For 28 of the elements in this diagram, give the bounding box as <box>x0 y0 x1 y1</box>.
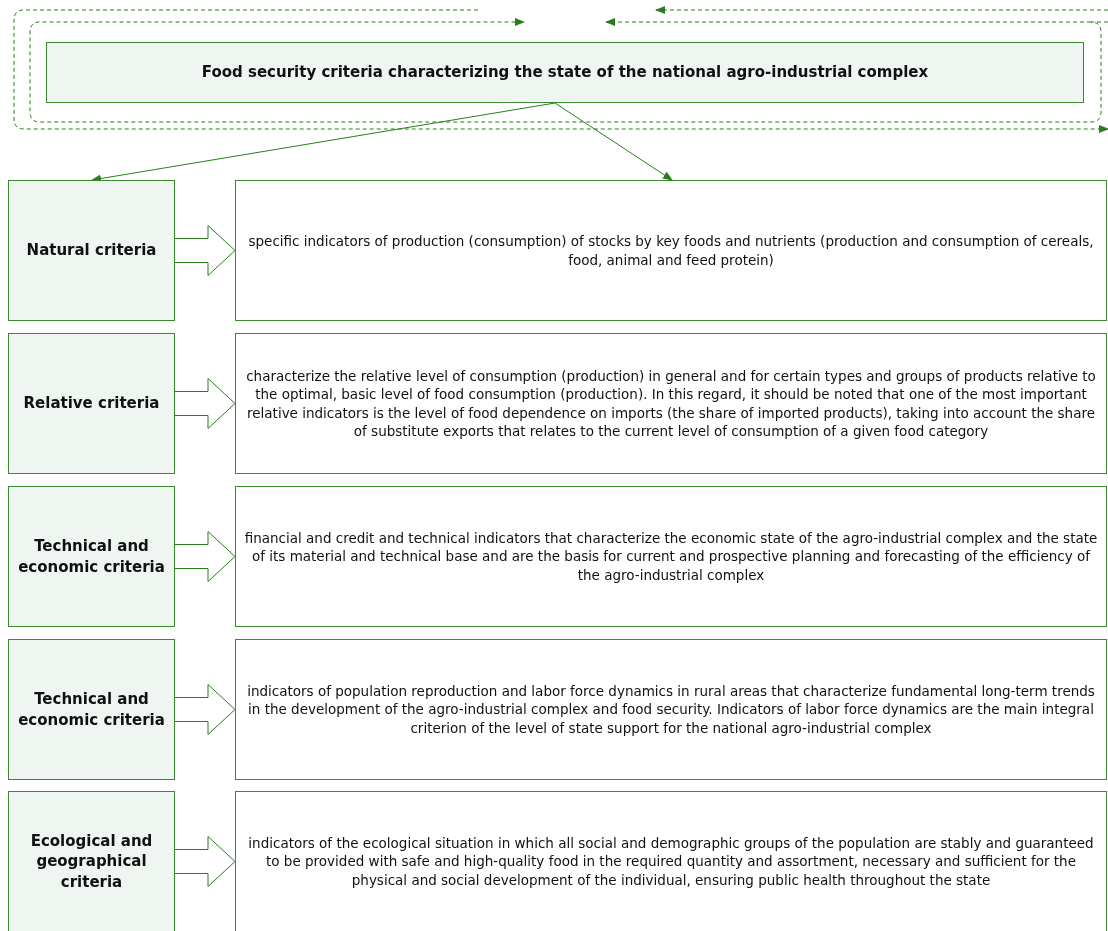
criterion-box <box>8 333 175 474</box>
description-box <box>235 486 1107 627</box>
block-arrow <box>174 836 236 887</box>
criterion-label: Technical and economic criteria <box>17 689 166 730</box>
criterion-label: Technical and economic criteria <box>17 536 166 577</box>
criterion-box <box>8 180 175 321</box>
title-box <box>46 42 1084 103</box>
description-box <box>235 791 1107 931</box>
description-text: characterize the relative level of consumption (production) in general and for certain types and groups of products relative to the optimal, basic level of food consumption (production). In this regard, it should be noted that one of the most important relative indicators is the level of food dependence on imports (the share of imported products), taking into account the share of substitute exports that relates to the current level of consumption of a given food category <box>245 367 1097 440</box>
description-box <box>235 180 1107 321</box>
criterion-label: Natural criteria <box>26 240 157 261</box>
block-arrow <box>174 531 236 582</box>
arrow <box>554 102 673 181</box>
title-text: Food security criteria characterizing the state of the national agro-industrial complex <box>201 62 929 83</box>
criterion-box <box>8 791 175 931</box>
block-arrow <box>174 684 236 735</box>
criterion-box <box>8 639 175 780</box>
description-text: indicators of population reproduction and labor force dynamics in rural areas that characterize fundamental long-term trends in the development of the agro-industrial complex and food security. Indicators of labor force dynamics are the main integral criterion of the level of state support for the national agro-industrial complex <box>246 682 1096 737</box>
criterion-label: Ecological and geographical criteria <box>29 831 154 892</box>
criterion-label: Relative criteria <box>23 393 160 414</box>
description-box <box>235 639 1107 780</box>
description-box <box>235 333 1107 474</box>
block-arrow <box>174 378 236 429</box>
description-text: indicators of the ecological situation in which all social and demographic groups of the population are stably and guaranteed to be provided with safe and high-quality food in the required quantity and assortment, necessary and sufficient for the physical and social development of the individual, ensuring public health throughout the state <box>247 834 1095 889</box>
description-text: specific indicators of production (consumption) of stocks by key foods and nutrients (production and consumption of cereals, food, animal and feed protein) <box>247 232 1095 269</box>
description-text: financial and credit and technical indicators that characterize the economic state of the agro-industrial complex and the state of its material and technical base and are the basis for current and prospective planning and forecasting of the efficiency of the agro-industrial complex <box>243 529 1099 584</box>
block-arrow <box>174 225 236 276</box>
criterion-box <box>8 486 175 627</box>
